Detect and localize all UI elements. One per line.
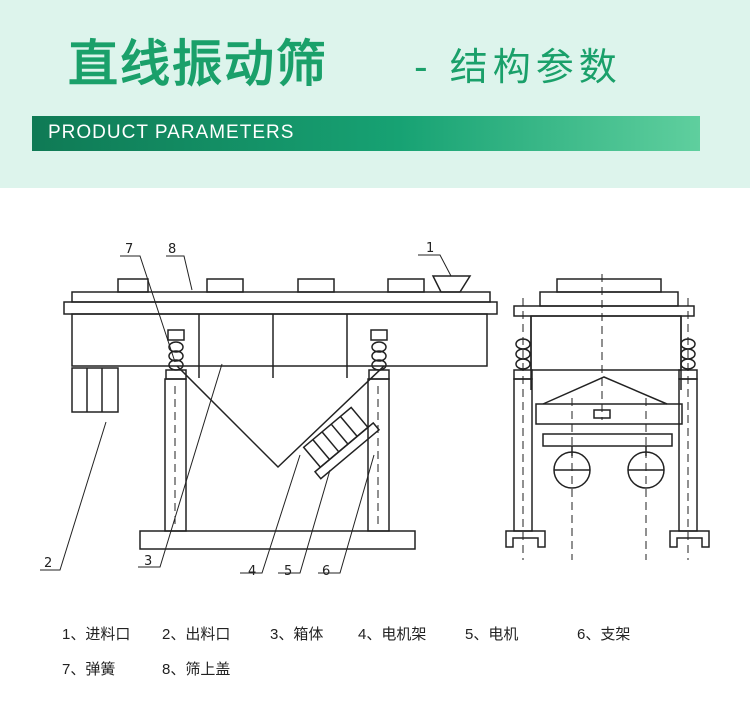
callout-2: 2	[44, 556, 52, 571]
feed-inlet	[431, 275, 472, 293]
side-view	[505, 274, 710, 560]
parameters-band: PRODUCT PARAMETERS	[32, 116, 700, 151]
band-label: PRODUCT PARAMETERS	[48, 122, 295, 143]
page-subtitle: - 结构参数	[414, 45, 622, 89]
header-banner: 直线振动筛 - 结构参数 PRODUCT PARAMETERS	[0, 0, 750, 188]
legend-item: 8、筛上盖	[162, 660, 231, 678]
callout-7: 7	[125, 242, 133, 257]
base-plate	[139, 530, 416, 550]
callout-1: 1	[426, 241, 434, 256]
screen-top-cover	[117, 278, 425, 293]
callout-5: 5	[284, 564, 292, 579]
legend-item: 1、进料口	[62, 625, 131, 643]
legend-item: 4、电机架	[358, 625, 427, 643]
callout-4: 4	[248, 564, 256, 579]
discharge-outlet	[71, 367, 119, 413]
support-legs	[164, 378, 390, 532]
screen-box	[71, 313, 488, 367]
legend-item: 2、出料口	[162, 625, 231, 643]
motor-assembly	[302, 406, 381, 480]
page-title: 直线振动筛	[68, 35, 328, 93]
legend-item: 7、弹簧	[62, 660, 116, 678]
legend-item: 5、电机	[465, 625, 519, 643]
legend-item: 6、支架	[577, 625, 631, 643]
legend: 1、进料口 2、出料口 3、箱体 4、电机架 5、电机 6、支架 7、弹簧 8、…	[0, 618, 750, 698]
callout-8: 8	[168, 242, 176, 257]
front-view	[40, 254, 498, 574]
callout-3: 3	[144, 554, 152, 569]
callout-leaders	[40, 254, 452, 574]
callout-6: 6	[322, 564, 330, 579]
legend-item: 3、箱体	[270, 625, 324, 643]
structure-drawing: 1 2 3 4 5 6 7 8	[40, 241, 710, 579]
spring-right	[368, 329, 390, 380]
